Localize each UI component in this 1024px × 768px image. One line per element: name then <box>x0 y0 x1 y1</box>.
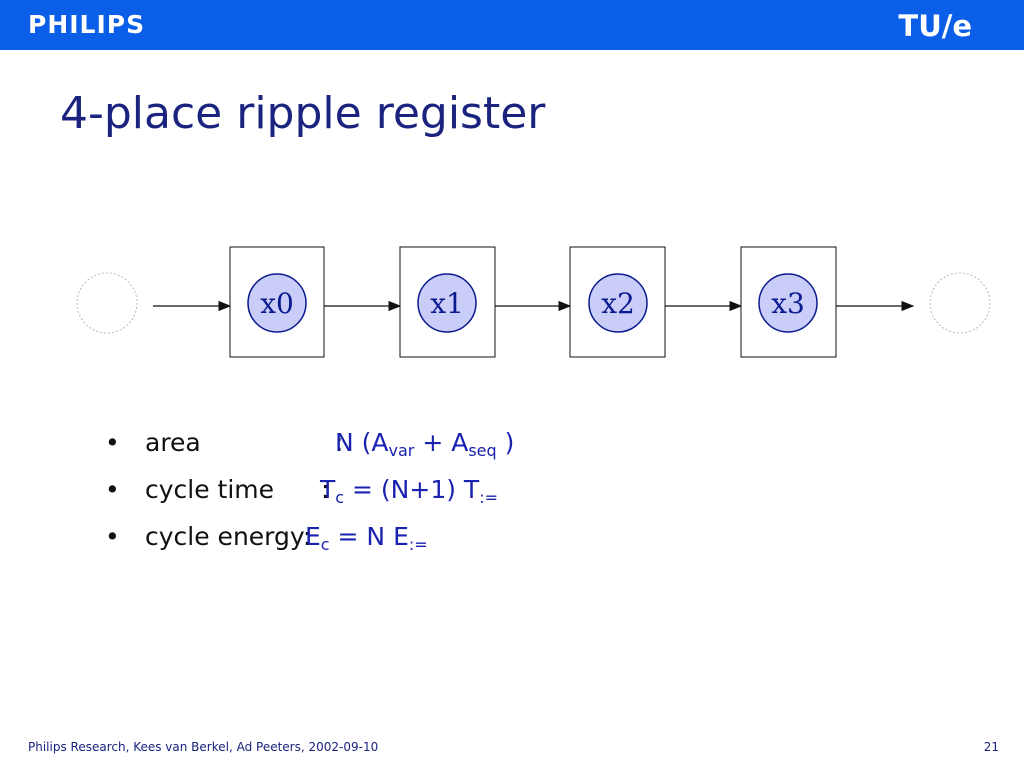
cycle-energy-formula: Ec = N E:= <box>305 522 428 554</box>
node-label: x1 <box>430 287 464 320</box>
bullet-dot: • <box>105 428 120 457</box>
slide-title: 4-place ripple register <box>60 88 546 139</box>
bullet-label: cycle energy: <box>145 522 312 551</box>
source-circle <box>76 272 138 334</box>
bullet-dot: • <box>105 475 120 504</box>
node-label: x3 <box>771 287 805 320</box>
node-label: x2 <box>601 287 635 320</box>
area-formula: N (Avar + Aseq ) <box>335 428 515 460</box>
sink-circle <box>929 272 991 334</box>
register-x2: x2 <box>569 246 666 358</box>
node-label: x0 <box>260 287 294 320</box>
header-bar: PHILIPS TU/e <box>0 0 1024 50</box>
register-x0: x0 <box>229 246 325 358</box>
node-circle <box>588 273 648 333</box>
bullet-dot: • <box>105 522 120 551</box>
bullet-label: cycle time: <box>145 475 330 504</box>
node-circle <box>417 273 477 333</box>
register-x3: x3 <box>740 246 837 358</box>
bullet-label: area: <box>145 428 344 457</box>
philips-logo: PHILIPS <box>28 10 146 39</box>
node-circle <box>247 273 307 333</box>
page-number: 21 <box>983 740 999 754</box>
tue-logo: TU/e <box>898 9 972 43</box>
footer-credit: Philips Research, Kees van Berkel, Ad Pe… <box>28 740 379 754</box>
node-circle <box>758 273 818 333</box>
cycle-time-formula: Tc = (N+1) T:= <box>320 475 498 507</box>
register-x1: x1 <box>399 246 496 358</box>
